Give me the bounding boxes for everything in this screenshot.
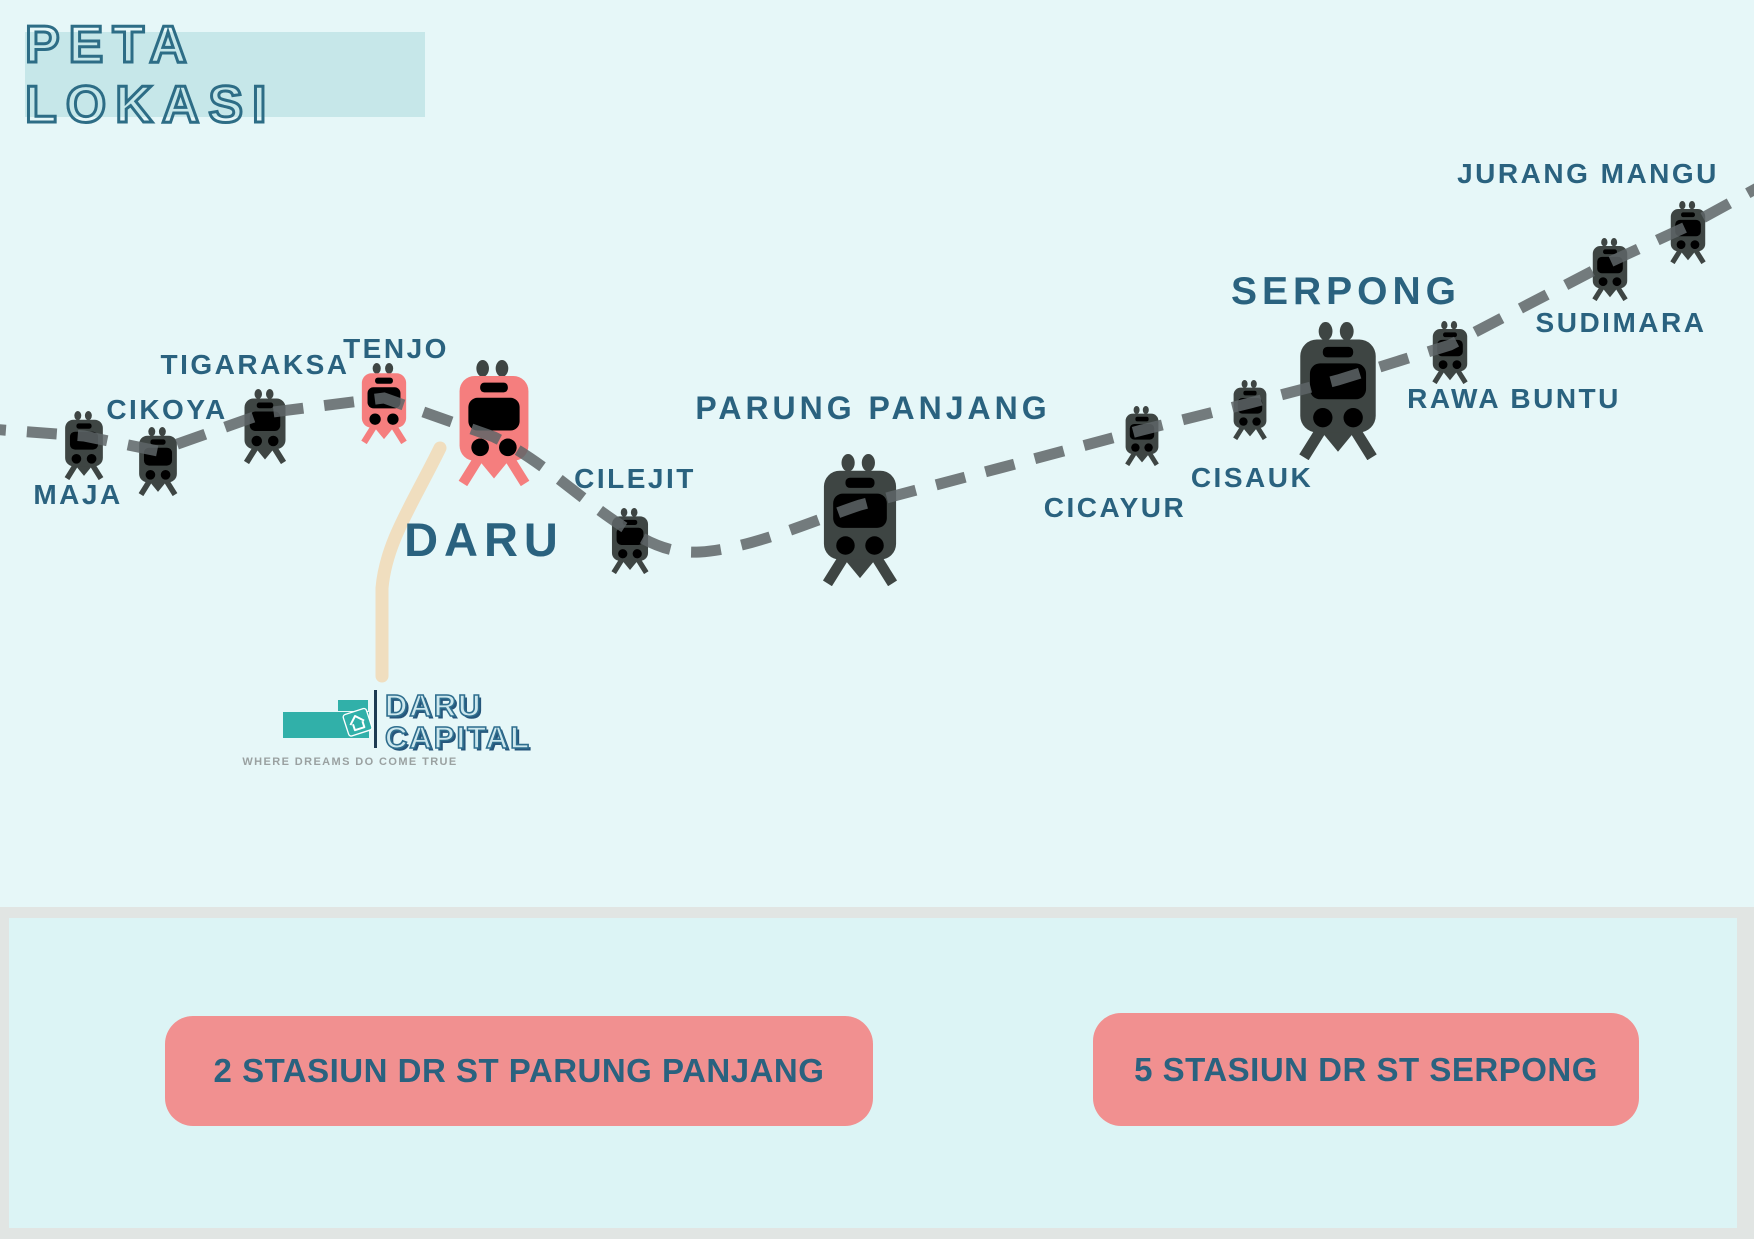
station-label-sudimara: SUDIMARA xyxy=(1535,307,1707,338)
callout-parung-panjang: 2 STASIUN DR ST PARUNG PANJANG xyxy=(165,1016,873,1126)
station-label-cicayur: CICAYUR xyxy=(1043,492,1187,523)
house-icon xyxy=(342,707,373,737)
station-label-daru: DARU xyxy=(404,513,564,566)
station-label-tenjo: TENJO xyxy=(343,333,449,364)
station-label-cisauk: CISAUK xyxy=(1190,462,1314,493)
logo-tagline: WHERE DREAMS DO COME TRUE xyxy=(242,756,458,768)
station-label-tigaraksa: TIGARAKSA xyxy=(160,349,350,380)
logo-word-daru: DARU xyxy=(384,688,483,723)
callout-parung-panjang-text: 2 STASIUN DR ST PARUNG PANJANG xyxy=(213,1052,825,1089)
daru-capital-logo: DARU CAPITAL WHERE DREAMS DO COME TRUE xyxy=(242,688,529,783)
callout-serpong: 5 STASIUN DR ST SERPONG xyxy=(1093,1013,1639,1126)
page-title: PETA LOKASI xyxy=(24,14,276,135)
logo-divider xyxy=(374,690,377,748)
station-label-rawa-buntu: RAWA BUNTU xyxy=(1407,383,1621,414)
station-label-maja: MAJA xyxy=(33,479,123,510)
page-title-box: PETA LOKASI xyxy=(24,14,425,135)
callout-serpong-text: 5 STASIUN DR ST SERPONG xyxy=(1134,1050,1598,1088)
station-label-jurang-mangu: JURANG MANGU xyxy=(1457,158,1719,189)
station-label-cilejit: CILEJIT xyxy=(574,463,696,494)
station-label-cikoya: CIKOYA xyxy=(106,394,228,425)
station-label-parung-panjang: PARUNG PANJANG xyxy=(695,390,1051,426)
logo-word-capital: CAPITAL xyxy=(384,720,532,755)
logo-bar-small xyxy=(338,700,368,711)
station-label-serpong: SERPONG xyxy=(1230,270,1462,313)
